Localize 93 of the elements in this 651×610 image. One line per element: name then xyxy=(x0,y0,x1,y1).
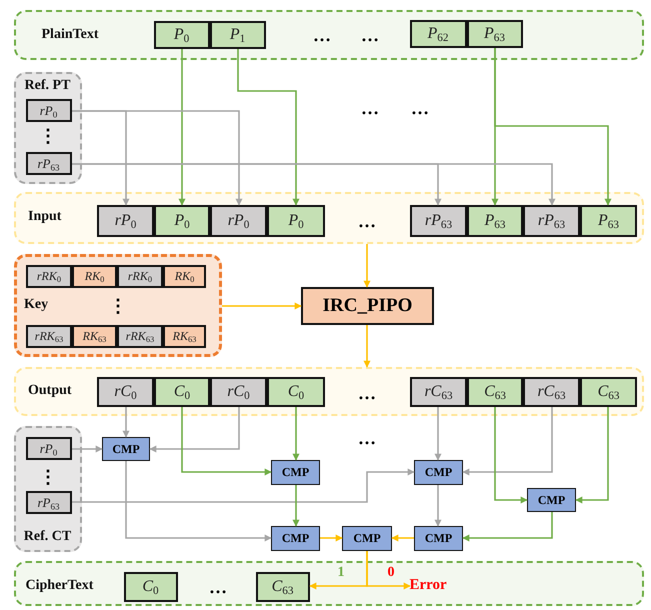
data-cell: rRK$_{0}$ xyxy=(26,265,72,288)
ellipsis-mark: … xyxy=(411,99,429,117)
compare-box: CMP xyxy=(527,488,576,512)
data-cell: P$_{0}$ xyxy=(154,20,210,48)
data-cell: P$_{63}$ xyxy=(580,205,637,237)
data-cell: C$_{63}$ xyxy=(580,377,637,407)
data-cell: rC$_{0}$ xyxy=(210,377,267,407)
ellipsis-mark: … xyxy=(313,26,331,44)
data-cell: rP$_{63}$ xyxy=(26,152,72,174)
ellipsis-mark: … xyxy=(209,578,227,596)
arrow xyxy=(434,485,442,527)
group-title: Ref. CT xyxy=(24,528,72,544)
arrow xyxy=(125,461,272,542)
data-cell: P$_{0}$ xyxy=(154,205,210,237)
data-cell: RK$_{63}$ xyxy=(72,325,117,348)
arrow xyxy=(237,49,300,206)
data-cell: rP$_{0}$ xyxy=(26,436,72,460)
arrow xyxy=(122,407,130,438)
error-label: Error xyxy=(410,576,460,596)
compare-box: CMP xyxy=(271,460,320,485)
dashed-group-panel xyxy=(14,72,82,184)
group-title: CipherText xyxy=(26,578,94,594)
data-cell: P$_{63}$ xyxy=(466,20,522,48)
data-cell: C$_{63}$ xyxy=(256,572,310,602)
data-cell: RK$_{63}$ xyxy=(163,325,206,348)
group-title: Output xyxy=(28,383,72,399)
data-cell: RK$_{0}$ xyxy=(72,265,117,288)
data-cell: rP$_{63}$ xyxy=(410,205,467,237)
ellipsis-mark: ⋮ xyxy=(39,127,57,145)
arrow xyxy=(178,49,186,206)
data-cell: rP$_{0}$ xyxy=(210,205,267,237)
ellipsis-mark: … xyxy=(358,384,376,402)
data-cell: C$_{0}$ xyxy=(124,572,178,602)
arrow xyxy=(72,446,103,452)
arrow xyxy=(72,163,556,206)
data-cell: rP$_{0}$ xyxy=(26,98,72,122)
arrow xyxy=(462,407,553,476)
ellipsis-mark: … xyxy=(361,99,379,117)
data-cell: C$_{0}$ xyxy=(154,377,210,407)
process-box: IRC_PIPO xyxy=(301,287,434,325)
data-cell: P$_{62}$ xyxy=(410,20,466,48)
arrow xyxy=(364,325,370,368)
data-cell: P$_{63}$ xyxy=(467,205,523,237)
data-cell: rC$_{0}$ xyxy=(97,377,154,407)
arrow xyxy=(494,48,612,206)
dashed-group-panel xyxy=(14,254,222,357)
data-cell: P$_{1}$ xyxy=(210,20,266,48)
dashed-group-panel xyxy=(14,561,644,606)
data-cell: P$_{0}$ xyxy=(267,205,325,237)
compare-box: CMP xyxy=(414,460,463,485)
arrow xyxy=(462,512,553,542)
arrow xyxy=(366,551,411,590)
arrow xyxy=(181,407,272,476)
arrow xyxy=(149,407,240,452)
group-title: Key xyxy=(24,297,48,313)
arrow xyxy=(320,534,343,542)
compare-box: CMP xyxy=(102,437,150,461)
arrow xyxy=(222,302,302,310)
group-title: PlainText xyxy=(42,26,99,42)
group-title: Ref. PT xyxy=(24,78,70,94)
arrow xyxy=(434,407,442,461)
data-cell: rP$_{63}$ xyxy=(523,205,580,237)
data-cell: rC$_{63}$ xyxy=(410,377,467,407)
ellipsis-mark: ⋮ xyxy=(109,297,127,315)
data-cell: rRK$_{63}$ xyxy=(26,325,72,348)
arrow xyxy=(364,244,370,288)
data-cell: rRK$_{63}$ xyxy=(117,325,163,348)
group-title: Input xyxy=(28,209,62,225)
data-cell: rRK$_{0}$ xyxy=(117,265,163,288)
arrow xyxy=(72,468,415,503)
ellipsis-mark: … xyxy=(358,429,376,447)
dashed-group-panel xyxy=(14,426,82,552)
dashed-group-panel xyxy=(14,367,644,416)
dashed-group-panel xyxy=(14,192,644,244)
ellipsis-mark: ⋮ xyxy=(39,468,57,486)
arrow xyxy=(72,110,242,206)
ellipsis-mark: … xyxy=(361,26,379,44)
data-cell: rC$_{63}$ xyxy=(523,377,580,407)
arrow xyxy=(292,407,300,461)
arrow xyxy=(575,407,609,504)
arrow xyxy=(494,407,528,504)
data-cell: C$_{0}$ xyxy=(267,377,325,407)
arrow xyxy=(391,534,414,542)
compare-box: CMP xyxy=(414,526,463,551)
data-cell: C$_{63}$ xyxy=(467,377,523,407)
dashed-group-panel xyxy=(14,10,644,60)
compare-box: CMP xyxy=(271,526,320,551)
ellipsis-mark: … xyxy=(358,212,376,230)
data-cell: RK$_{0}$ xyxy=(163,265,206,288)
arrow xyxy=(292,485,300,527)
data-cell: rP$_{0}$ xyxy=(97,205,154,237)
compare-box: CMP xyxy=(342,526,392,551)
data-cell: rP$_{63}$ xyxy=(26,490,72,514)
